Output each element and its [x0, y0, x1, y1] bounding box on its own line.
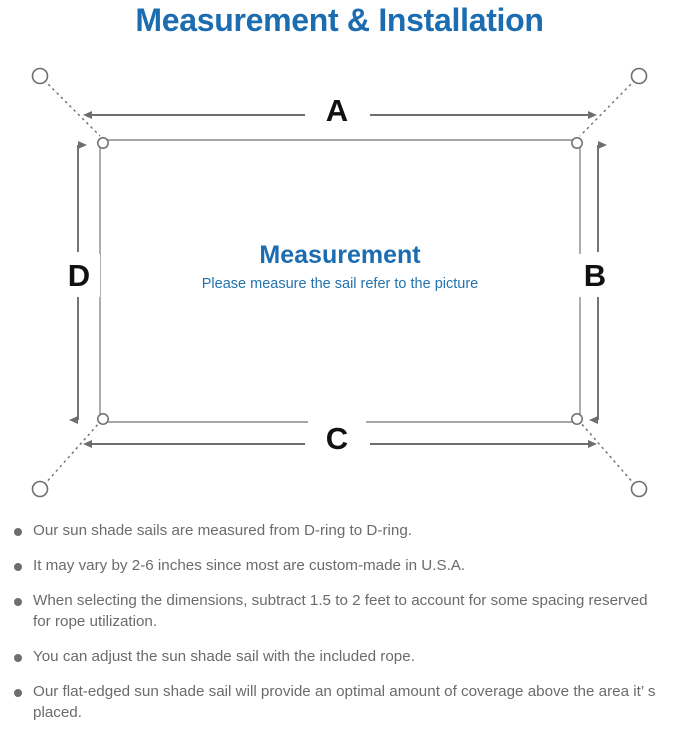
- note-text: You can adjust the sun shade sail with t…: [33, 648, 415, 665]
- d-ring-top-right-icon: [571, 137, 583, 149]
- dimension-label-b: B: [574, 254, 616, 297]
- rope-top-left: [43, 79, 101, 137]
- dimension-label-d: D: [58, 254, 100, 297]
- note-item: You can adjust the sun shade sail with t…: [0, 646, 679, 667]
- bullet-icon: [14, 689, 22, 697]
- note-item: Our flat-edged sun shade sail will provi…: [0, 681, 679, 723]
- sail-measurement-diagram: Measurement Please measure the sail refe…: [0, 44, 679, 514]
- d-ring-bottom-left-icon: [97, 413, 109, 425]
- note-item: When selecting the dimensions, subtract …: [0, 590, 679, 632]
- bullet-icon: [14, 563, 22, 571]
- anchor-bottom-right-icon: [630, 480, 648, 498]
- sail-body: [99, 139, 581, 423]
- diagram-svg: [31, 67, 648, 498]
- bullet-icon: [14, 598, 22, 606]
- note-text: Our sun shade sails are measured from D-…: [33, 522, 412, 539]
- rope-lines: [43, 79, 636, 486]
- notes-list: Our sun shade sails are measured from D-…: [0, 520, 679, 737]
- note-item: It may vary by 2-6 inches since most are…: [0, 555, 679, 576]
- bullet-icon: [14, 654, 22, 662]
- page-title: Measurement & Installation: [135, 2, 544, 38]
- dimension-label-a: A: [308, 91, 366, 130]
- note-item: Our sun shade sails are measured from D-…: [0, 520, 679, 541]
- anchor-top-left-icon: [31, 67, 49, 85]
- note-text: Our flat-edged sun shade sail will provi…: [33, 683, 656, 721]
- note-text: It may vary by 2-6 inches since most are…: [33, 557, 466, 574]
- d-ring-bottom-right-icon: [571, 413, 583, 425]
- rope-bottom-left: [43, 421, 101, 486]
- d-ring-top-left-icon: [97, 137, 109, 149]
- rope-top-right: [579, 79, 636, 137]
- anchor-top-right-icon: [630, 67, 648, 85]
- dimension-label-c: C: [308, 419, 366, 458]
- anchor-bottom-left-icon: [31, 480, 49, 498]
- d-rings: [97, 137, 583, 425]
- anchor-points: [31, 67, 648, 498]
- bullet-icon: [14, 528, 22, 536]
- rope-bottom-right: [579, 421, 636, 486]
- note-text: When selecting the dimensions, subtract …: [33, 592, 648, 630]
